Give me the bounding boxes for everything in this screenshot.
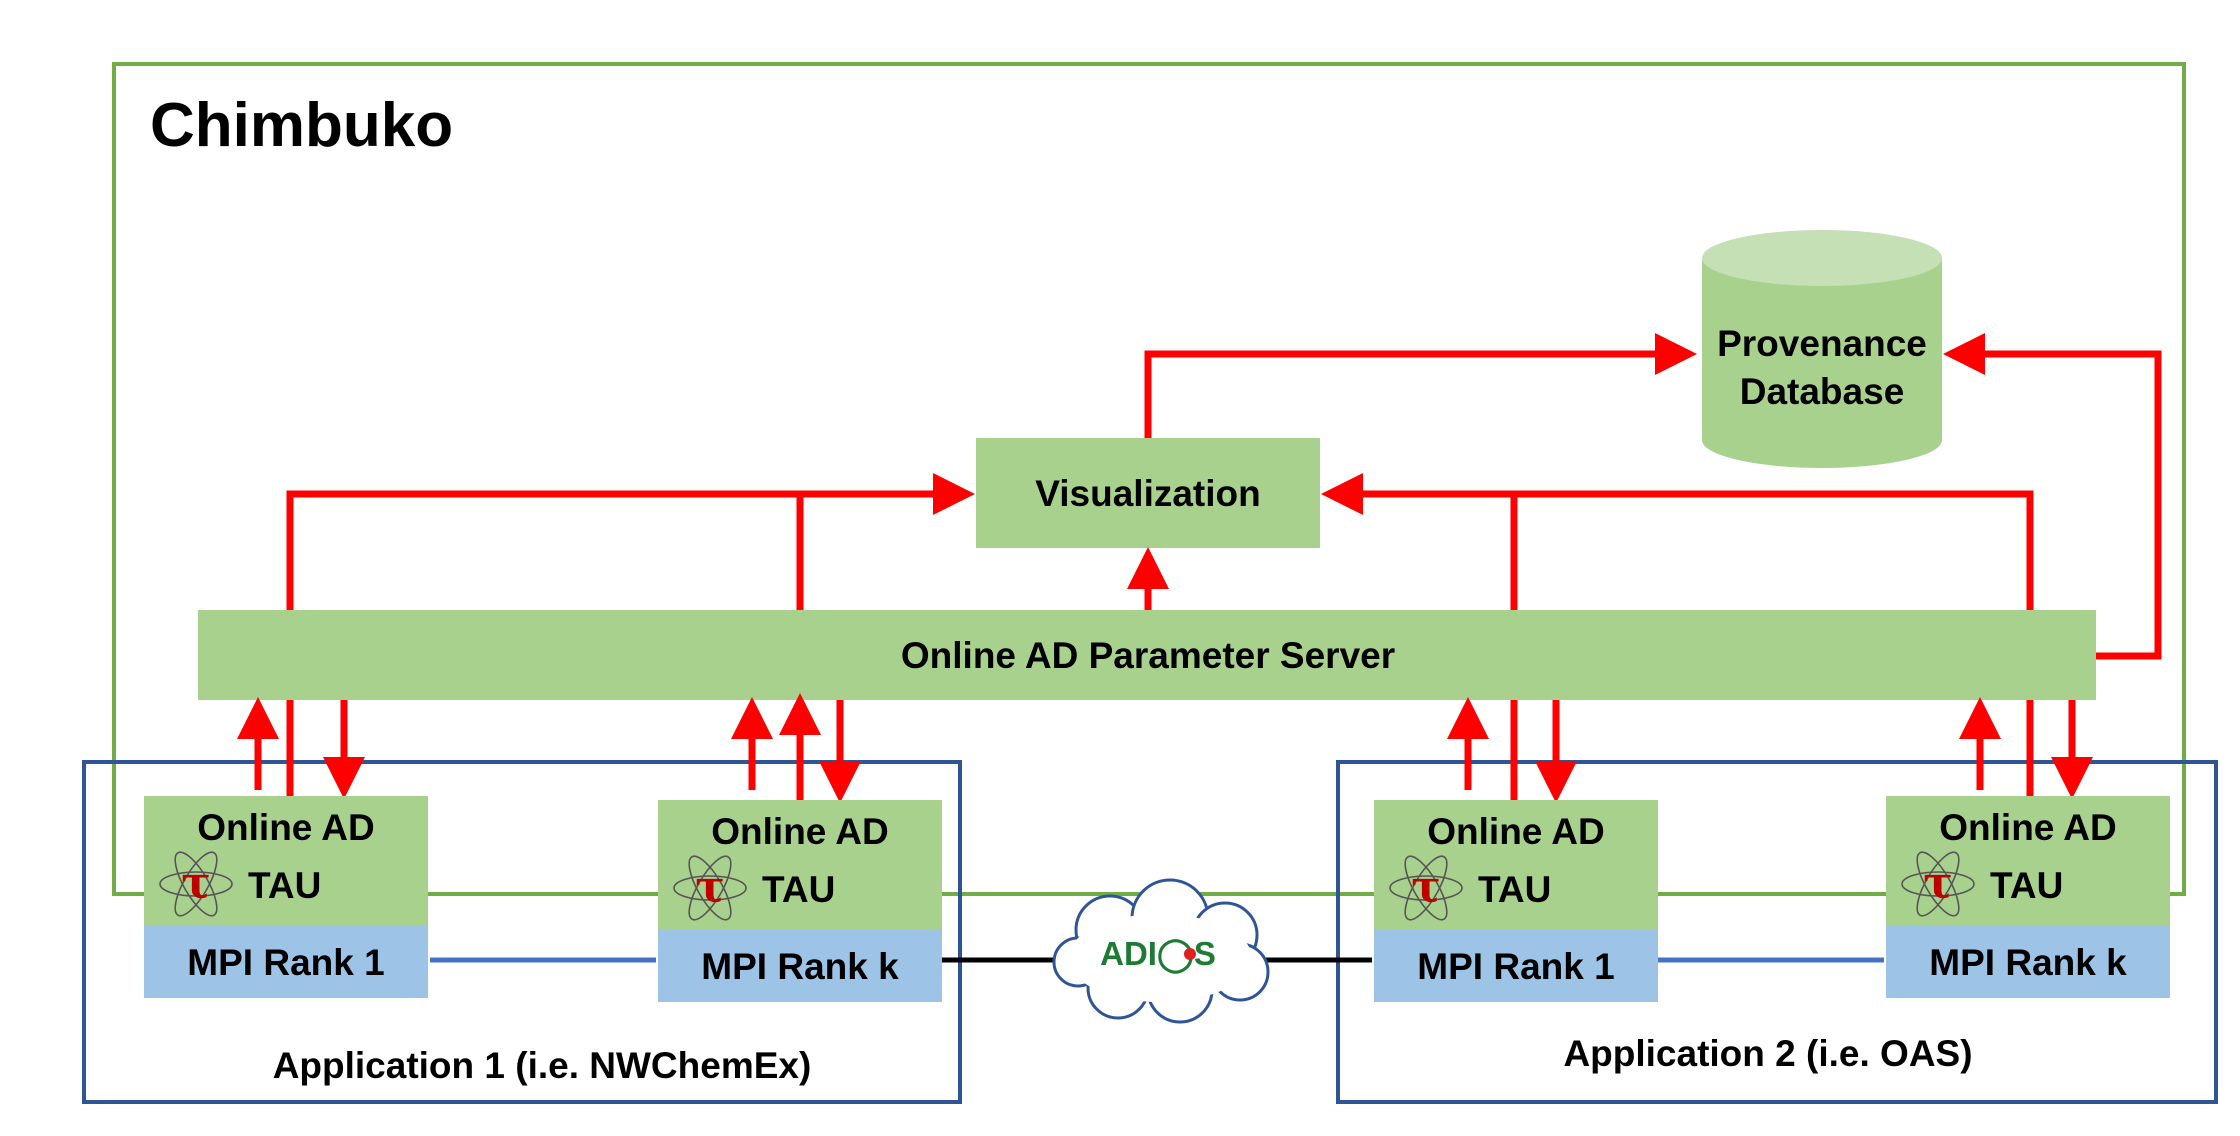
- application-1-label: Application 1 (i.e. NWChemEx): [273, 1045, 812, 1086]
- online-ad-node: Online AD τ TAU MPI Rank 1: [144, 796, 428, 998]
- database-label-line1: Provenance: [1717, 323, 1927, 364]
- mpi-rank-box: [1886, 926, 2170, 998]
- online-ad-label: Online AD: [711, 811, 888, 852]
- tau-symbol: τ: [695, 862, 725, 913]
- application-2-frame: [1336, 760, 2218, 1104]
- tau-symbol: τ: [1923, 858, 1953, 909]
- parameter-server-label: Online AD Parameter Server: [901, 635, 1395, 676]
- application-2-label: Application 2 (i.e. OAS): [1563, 1033, 1972, 1074]
- online-ad-box: [144, 796, 428, 926]
- visualization-box: [976, 438, 1320, 548]
- application-nodes: Online AD τ TAU MPI Rank 1 Online AD τ TAU MPI …: [144, 796, 2170, 1002]
- online-ad-box: [1374, 800, 1658, 930]
- mpi-rank-box: [658, 930, 942, 1002]
- adios-logo-dot: [1184, 948, 1196, 960]
- online-ad-label: Online AD: [1427, 811, 1604, 852]
- provenance-database: [1702, 230, 1942, 468]
- mpi-rank-label: MPI Rank k: [701, 946, 899, 987]
- tau-label: TAU: [762, 869, 835, 910]
- tau-atom-logo-icon: τ: [1389, 850, 1463, 926]
- chimbuko-title: Chimbuko: [150, 91, 453, 160]
- flow-arrow: [1144, 333, 1697, 438]
- tau-label: TAU: [248, 865, 321, 906]
- mpi-rank-label: MPI Rank 1: [1417, 946, 1614, 987]
- tau-label: TAU: [1478, 869, 1551, 910]
- flow-arrow: [1943, 333, 2162, 660]
- flow-arrow: [1321, 473, 2034, 610]
- online-ad-box: [658, 800, 942, 930]
- mpi-rank-label: MPI Rank k: [1929, 942, 2127, 983]
- online-ad-label: Online AD: [1939, 807, 2116, 848]
- adios-logo-text: ADI◯S: [1100, 935, 1216, 974]
- adios-cloud: [1052, 878, 1270, 1024]
- tau-symbol: τ: [1411, 862, 1441, 913]
- tau-symbol: τ: [181, 858, 211, 909]
- online-ad-label: Online AD: [197, 807, 374, 848]
- tau-label: TAU: [1990, 865, 2063, 906]
- online-ad-node: Online AD τ TAU MPI Rank k: [1886, 796, 2170, 998]
- flow-arrow: [286, 473, 975, 610]
- mpi-rank-label: MPI Rank 1: [187, 942, 384, 983]
- mpi-rank-box: [1374, 930, 1658, 1002]
- tau-atom-logo-icon: τ: [673, 850, 747, 926]
- parameter-server-box: [198, 610, 2096, 700]
- application-1-frame: [82, 760, 962, 1104]
- online-ad-node: Online AD τ TAU MPI Rank 1: [1374, 800, 1658, 1002]
- online-ad-box: [1886, 796, 2170, 926]
- tau-atom-logo-icon: τ: [159, 846, 233, 922]
- visualization-label: Visualization: [1035, 473, 1261, 514]
- online-ad-node: Online AD τ TAU MPI Rank k: [658, 800, 942, 1002]
- database-label-line2: Database: [1740, 371, 1905, 412]
- tau-atom-logo-icon: τ: [1901, 846, 1975, 922]
- data-flow-arrows: [237, 333, 2162, 803]
- mpi-rank-box: [144, 926, 428, 998]
